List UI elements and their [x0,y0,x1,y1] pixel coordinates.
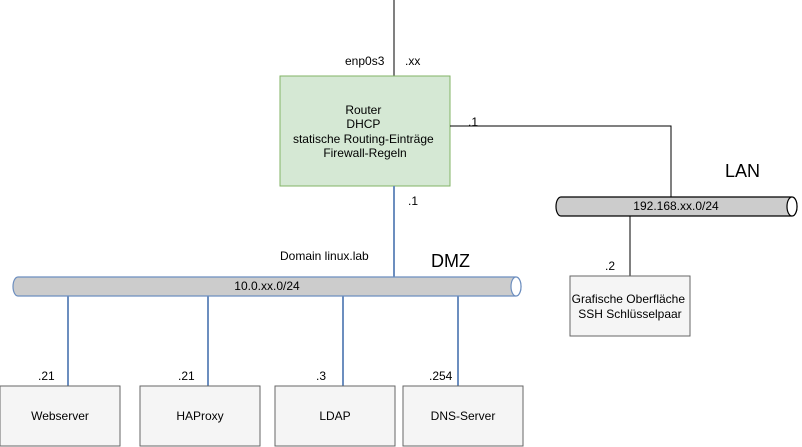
router-interface-label: enp0s3 [345,54,385,68]
router-box[interactable] [279,75,451,187]
ldap-box[interactable] [274,385,396,447]
dns-ip: .254 [429,369,453,383]
haproxy-box[interactable] [139,385,261,447]
client-text: Grafische Oberfläche SSH Schlüsselpaar [572,292,689,321]
webserver-ip: .21 [38,369,55,383]
dns-server-box[interactable] [402,385,524,447]
router-line-firewall: Firewall-Regeln [323,146,406,160]
router-line-dhcp: DHCP [346,117,380,131]
router-lan-link [450,125,672,197]
haproxy-label: HAProxy [176,409,223,423]
router-lan-ip: .1 [468,115,478,129]
client-box[interactable] [569,275,691,337]
ldap-ip: .3 [316,369,326,383]
client-line-gui: Grafische Oberfläche [572,292,686,306]
dmz-network-label: 10.0.xx.0/24 [234,279,300,293]
dmz-bus: 10.0.xx.0/24 [12,276,522,297]
dns-server-label: DNS-Server [431,409,496,423]
router-dmz-ip: .1 [408,194,418,208]
lan-network-label: 192.168.xx.0/24 [633,199,719,213]
client-ip: .2 [605,259,615,273]
router-uplink-ip: .xx [405,54,420,68]
lan-bus: 192.168.xx.0/24 [555,196,798,217]
dmz-domain-label: Domain linux.lab [280,249,369,263]
client-line-ssh: SSH Schlüsselpaar [578,307,681,321]
webserver-label: Webserver [31,409,89,423]
dmz-zone-label: DMZ [431,251,470,271]
webserver-box[interactable] [0,385,121,447]
lan-zone-label: LAN [725,161,760,181]
router-line-routing: statische Routing-Einträge [293,132,434,146]
router-line-router: Router [345,103,381,117]
ldap-label: LDAP [319,409,350,423]
router-text: Router DHCP statische Routing-Einträge F… [293,103,437,160]
haproxy-ip: .21 [178,369,195,383]
